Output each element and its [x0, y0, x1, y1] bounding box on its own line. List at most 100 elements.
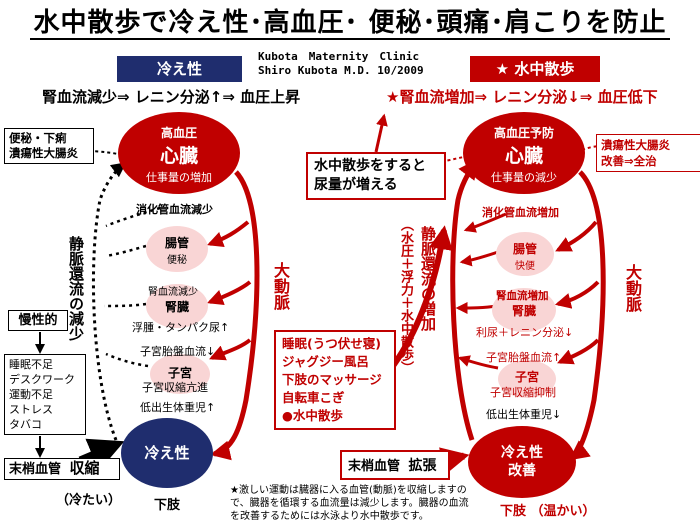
right-bowel-box: 潰瘍性大腸炎 改善⇒全治	[596, 134, 700, 172]
pressure-label: （水圧＋浮力＋水中散歩）	[398, 218, 413, 374]
right-peripheral-word: 末梢血管	[348, 459, 401, 474]
right-uterus-sub: 子宮収縮抑制	[490, 386, 556, 399]
right-uterus-arrow	[457, 355, 499, 370]
left-heart-top: 高血圧	[160, 126, 197, 140]
left-banner: 冷え性	[117, 56, 242, 82]
right-bowel-line2: 改善⇒全治	[601, 154, 657, 168]
clinic-credit: Kubota Maternity Clinic Shiro Kubota M.D…	[258, 50, 424, 78]
left-heart: 高血圧 心臓 仕事量の増加	[118, 112, 240, 194]
right-kidney-flow: 腎血流増加	[496, 290, 549, 302]
left-aorta-branch-uterus	[209, 338, 252, 361]
activity-jacuzzi: ジャグジー風呂	[282, 354, 369, 369]
right-uterus: 子宮	[498, 360, 556, 398]
right-digestive-arrow	[463, 212, 507, 233]
right-kidney-name: 腎臓	[511, 304, 536, 318]
right-aorta-branch-uterus	[557, 338, 600, 365]
right-feet-line1: 冷え性	[501, 445, 543, 461]
left-kidney-sub: 浮腫・タンパク尿↑	[132, 321, 230, 334]
right-lower-limbs: 下肢 （温かい）	[500, 504, 596, 519]
right-bowel-line1: 潰瘍性大腸炎	[601, 138, 670, 152]
left-fetus: 低出生体重児↑	[140, 401, 216, 414]
title-underline	[30, 38, 670, 40]
left-aorta-arrow	[210, 170, 260, 461]
cause-stress: ストレス	[9, 403, 53, 416]
left-bowel-line2: 潰瘍性大腸炎	[9, 146, 78, 160]
right-artery-label: 大動脈	[623, 264, 642, 312]
urine-arrow	[374, 113, 388, 153]
left-peripheral-box: 末梢血管 収縮	[4, 458, 120, 480]
right-kidney-arrow	[455, 301, 497, 314]
chronic-box: 慢性的	[8, 310, 68, 331]
activity-cycling: 自転車こぎ	[282, 390, 345, 405]
right-intestine: 腸管 快便	[496, 232, 554, 276]
right-heart-top: 高血圧予防	[493, 126, 554, 140]
cause-exercise: 運動不足	[9, 388, 53, 401]
left-aorta-branch-kidney	[207, 280, 252, 305]
right-heart-main: 心臓	[504, 145, 543, 167]
left-vein-label: 静脈還流の減少	[67, 236, 85, 341]
left-feet: 冷え性	[121, 418, 213, 488]
cause-tobacco: タバコ	[9, 418, 42, 431]
exercise-note: ★激しい運動は臓器に入る血管(動脈)を収縮しますので、臓器を循環する血流量は減少…	[230, 485, 469, 522]
activities-box: 睡眠(うつ伏せ寝) ジャグジー風呂 下肢のマッサージ 自転車こぎ ●水中散歩	[274, 330, 396, 430]
right-feet-line2: 改善	[508, 463, 536, 479]
cause-deskwork: デスクワーク	[9, 373, 75, 386]
right-intestine-arrow	[459, 250, 499, 267]
left-peripheral-state: 収縮	[69, 459, 100, 477]
activities-to-vein-arrow	[387, 225, 453, 372]
left-intestine-name: 腸管	[164, 236, 189, 250]
right-heart: 高血圧予防 心臓 仕事量の減少	[463, 112, 585, 194]
left-bowel-line1: 便秘・下痢	[9, 131, 67, 145]
right-peripheral-box: 末梢血管 拡張	[340, 450, 450, 480]
right-feet: 冷え性 改善	[468, 426, 576, 498]
credit-author: Shiro Kubota M.D. 10/2009	[258, 64, 424, 77]
right-aorta-branch-kidney	[554, 280, 600, 309]
left-uterus-dotted	[105, 352, 149, 368]
left-kidney-name: 腎臓	[164, 300, 189, 314]
left-uterus: 子宮	[150, 354, 210, 394]
left-uterus-sub: 子宮収縮亢進	[142, 381, 208, 394]
left-intestine: 腸管 便秘	[146, 226, 208, 272]
left-peripheral-word: 末梢血管	[9, 462, 62, 477]
right-banner: ★ 水中散歩	[470, 56, 600, 82]
causes-box: 睡眠不足 デスクワーク 運動不足 ストレス タバコ	[4, 354, 86, 435]
urine-line2: 尿量が増える	[314, 177, 398, 193]
right-fetus: 低出生体重児↓	[486, 408, 562, 421]
right-intestine-sub: 快便	[515, 261, 535, 272]
right-peripheral-state: 拡張	[408, 458, 437, 474]
left-kidney: 腎臓	[146, 284, 208, 328]
left-bowel-box: 便秘・下痢 潰瘍性大腸炎	[4, 128, 94, 164]
left-heart-sub: 仕事量の増加	[146, 171, 212, 184]
left-kidney-dotted	[103, 302, 147, 308]
left-intestine-sub: 便秘	[167, 255, 187, 266]
right-heart-sub: 仕事量の減少	[491, 171, 557, 184]
page-title: 水中散歩で冷え性･高血圧･ 便秘･頭痛･肩こりを防止	[33, 8, 667, 38]
right-aorta-arrow	[568, 170, 606, 461]
left-heart-main: 心臓	[159, 145, 198, 167]
right-placenta-flow: 子宮胎盤血流↑	[486, 351, 562, 364]
right-kidney: 腎臓	[492, 288, 556, 332]
left-cold-label: （冷たい）	[56, 493, 122, 508]
right-uterus-name: 子宮	[514, 370, 539, 384]
left-intestine-dotted	[105, 244, 147, 258]
urine-line1: 水中散歩をすると	[314, 158, 426, 174]
left-summary: 腎血流減少⇒ レニン分泌↑⇒ 血圧上昇	[42, 88, 301, 106]
peripheral-to-feet-arrow	[78, 438, 125, 471]
activity-massage: 下肢のマッサージ	[282, 372, 382, 387]
right-kidney-sub: 利尿＋レニン分泌↓	[476, 326, 574, 339]
left-lower-limbs: 下肢	[154, 498, 181, 513]
left-uterus-name: 子宮	[167, 366, 192, 380]
activity-water-walk: ●水中散歩	[282, 408, 343, 423]
right-venous-return-arrow	[450, 158, 479, 441]
left-artery-label: 大動脈	[271, 262, 290, 310]
left-aorta-branch-intestine	[207, 220, 250, 247]
left-digestive-label: 消化管血流減少	[136, 203, 213, 216]
right-digestive-label: 消化管血流増加	[482, 206, 559, 219]
activity-sleep: 睡眠(うつ伏せ寝)	[282, 336, 381, 351]
left-venous-return-dotted	[91, 162, 127, 441]
left-digestive-dotted	[105, 206, 161, 228]
left-placenta-flow: 子宮胎盤血流↓	[140, 345, 216, 358]
center-vein-label: 静脈還流の増加	[419, 226, 437, 331]
credit-clinic: Kubota Maternity Clinic	[258, 50, 420, 63]
right-intestine-name: 腸管	[512, 242, 537, 256]
